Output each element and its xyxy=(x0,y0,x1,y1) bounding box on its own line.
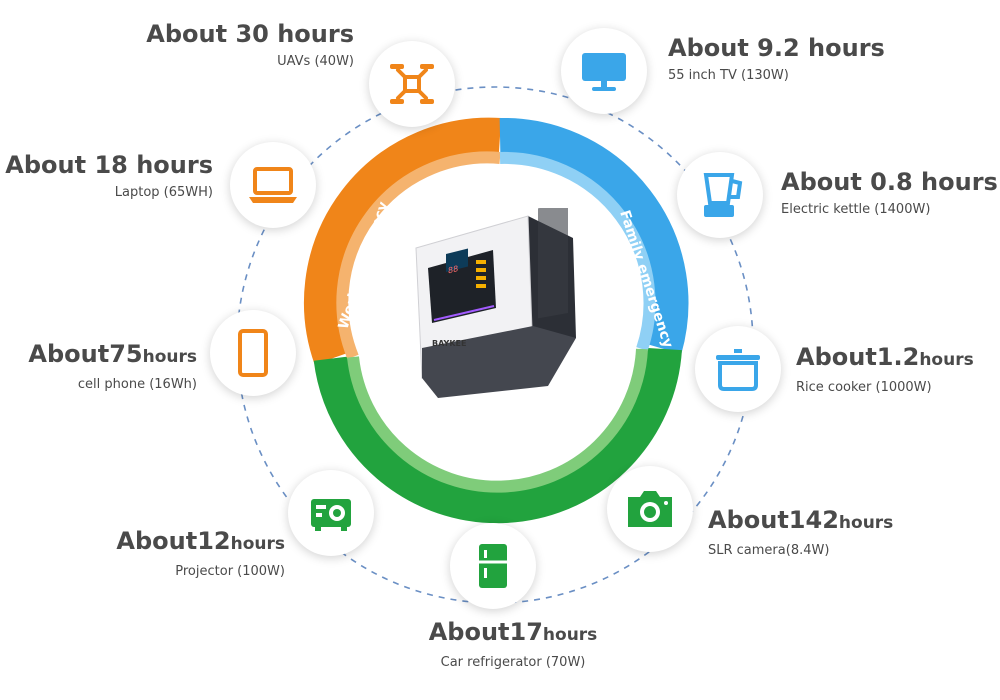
segment-family-inner xyxy=(499,151,656,351)
laptop-icon-circle xyxy=(230,142,316,228)
kettle-icon xyxy=(703,173,743,217)
label-projector: About12hours Projector (100W) xyxy=(116,527,285,580)
label-fridge: About17hours Car refrigerator (70W) xyxy=(386,618,640,671)
fridge-hours: About17 xyxy=(428,618,543,646)
segment-work-emergency xyxy=(303,117,502,365)
projector-icon xyxy=(311,499,351,531)
phone-hours-unit: hours xyxy=(142,347,197,367)
projector-icon-circle xyxy=(288,470,374,556)
kettle-icon-circle xyxy=(677,152,763,238)
segment-travel-leisure xyxy=(313,347,682,524)
camera-hours: About142 xyxy=(708,506,839,534)
tv-device: 55 inch TV (130W) xyxy=(668,68,789,83)
label-camera: About142hours SLR camera(8.4W) xyxy=(708,506,893,559)
pot-icon xyxy=(716,349,760,391)
uav-hours: About 30 hours xyxy=(146,20,354,48)
label-cooker: About1.2hours Rice cooker (1000W) xyxy=(796,343,974,396)
kettle-hours: About 0.8 hours xyxy=(781,168,998,196)
cooker-hours: About1.2 xyxy=(796,343,920,371)
projector-hours: About12 xyxy=(116,527,231,555)
kettle-device: Electric kettle (1400W) xyxy=(781,202,931,217)
segment-label-travel: Travel and leisure xyxy=(428,450,569,466)
segment-family-emergency xyxy=(499,117,689,354)
camera-hours-unit: hours xyxy=(838,513,894,533)
camera-icon-circle xyxy=(607,466,693,552)
segment-work-inner xyxy=(336,151,501,360)
projector-hours-unit: hours xyxy=(230,534,285,554)
uav-icon-circle xyxy=(369,41,455,127)
drone-icon xyxy=(390,64,434,104)
power-station-image: 88 BAYKEE xyxy=(415,208,576,398)
cooker-device: Rice cooker (1000W) xyxy=(796,380,932,395)
camera-icon xyxy=(628,491,672,527)
cooker-icon-circle xyxy=(695,326,781,412)
tv-icon-circle xyxy=(561,28,647,114)
label-uav: About 30 hours UAVs (40W) xyxy=(146,20,354,70)
projector-device: Projector (100W) xyxy=(175,564,285,579)
fridge-icon xyxy=(479,544,507,588)
tv-icon xyxy=(582,53,626,91)
uav-device: UAVs (40W) xyxy=(277,54,354,69)
cooker-hours-unit: hours xyxy=(919,350,974,370)
camera-device: SLR camera(8.4W) xyxy=(708,543,830,558)
tv-hours: About 9.2 hours xyxy=(668,34,885,62)
phone-hours: About75 xyxy=(28,340,143,368)
label-phone: About75hours cell phone (16Wh) xyxy=(28,340,197,393)
fridge-device: Car refrigerator (70W) xyxy=(440,655,586,670)
laptop-icon xyxy=(249,167,297,203)
phone-icon-circle xyxy=(210,310,296,396)
laptop-hours: About 18 hours xyxy=(5,151,213,179)
fridge-hours-unit: hours xyxy=(542,625,598,645)
phone-icon xyxy=(238,329,268,377)
phone-device: cell phone (16Wh) xyxy=(77,377,197,392)
segment-travel-inner xyxy=(347,348,648,493)
svg-text:88: 88 xyxy=(448,263,458,275)
label-tv: About 9.2 hours 55 inch TV (130W) xyxy=(668,34,885,84)
fridge-icon-circle xyxy=(450,523,536,609)
label-kettle: About 0.8 hours Electric kettle (1400W) xyxy=(781,168,998,218)
label-laptop: About 18 hours Laptop (65WH) xyxy=(5,151,213,201)
device-brand: BAYKEE xyxy=(432,339,466,348)
laptop-device: Laptop (65WH) xyxy=(114,185,213,200)
